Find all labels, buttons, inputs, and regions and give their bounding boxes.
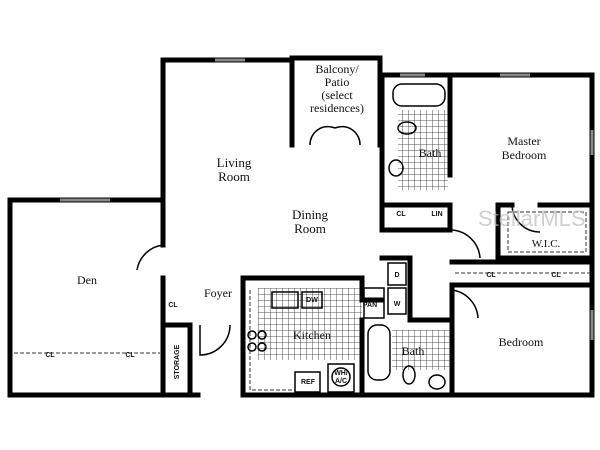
- den-closet-label-1: CL: [45, 352, 55, 359]
- dining-room-label-2: Room: [294, 221, 326, 236]
- foyer-closet-label: CL: [168, 302, 178, 309]
- dryer-label: D: [394, 272, 399, 279]
- den-closet-label-2: CL: [125, 352, 135, 359]
- fixtures: [247, 83, 446, 393]
- storage-label: STORAGE: [174, 344, 181, 379]
- master-toilet: [397, 121, 417, 135]
- kitchen-sink: [271, 291, 299, 309]
- closet-label: CL: [396, 211, 406, 218]
- living-room-label: Living: [217, 155, 252, 170]
- balcony-label-4: residences): [310, 101, 364, 115]
- living-room-label-2: Room: [218, 169, 250, 184]
- windows: [60, 58, 594, 340]
- svg-text:Room: Room: [294, 221, 326, 236]
- master-closet-label: CL: [486, 272, 496, 279]
- kitchen-label: Kitchen: [293, 328, 331, 342]
- bath2-toilet: [402, 365, 416, 385]
- water-heater-label-1: WH/: [334, 370, 348, 377]
- bath2-bathtub: [367, 324, 391, 381]
- balcony-label-1: Balcony/: [315, 62, 359, 76]
- master-bath-tile: [398, 110, 448, 190]
- master-bedroom-label-2: Bedroom: [502, 148, 547, 162]
- dishwasher-label: DW: [306, 297, 318, 304]
- refrigerator-label: REF: [301, 379, 316, 386]
- pantry-label: PAN: [363, 302, 377, 309]
- kitchen-tile: [258, 288, 362, 360]
- den-label: Den: [77, 273, 97, 287]
- closet-rods: [14, 211, 590, 391]
- master-bedroom-label-1: Master: [507, 134, 540, 148]
- bath2-tile: [392, 330, 450, 370]
- master-bath-label: Bath: [419, 146, 442, 160]
- svg-text:Living: Living: [217, 155, 252, 170]
- washer-label: W: [394, 301, 401, 308]
- master-sink: [388, 159, 404, 177]
- svg-text:Dining: Dining: [292, 207, 329, 222]
- doors: [136, 125, 541, 356]
- water-heater-label-2: A/C: [335, 378, 347, 385]
- bedroom-closet-label: CL: [551, 272, 561, 279]
- balcony-label-2: Patio: [325, 75, 350, 89]
- watermark-logo: StellarMLS: [478, 206, 586, 231]
- bath2-label: Bath: [402, 344, 425, 358]
- svg-text:Room: Room: [218, 169, 250, 184]
- dining-room-label: Dining: [292, 207, 329, 222]
- master-bathtub: [392, 83, 446, 107]
- wic-label: W.I.C.: [532, 238, 561, 250]
- balcony-label-3: (select: [321, 88, 353, 102]
- linen-label: LIN: [431, 211, 442, 218]
- foyer-label: Foyer: [204, 286, 232, 300]
- bath2-sink: [428, 374, 446, 390]
- bedroom-label: Bedroom: [499, 335, 544, 349]
